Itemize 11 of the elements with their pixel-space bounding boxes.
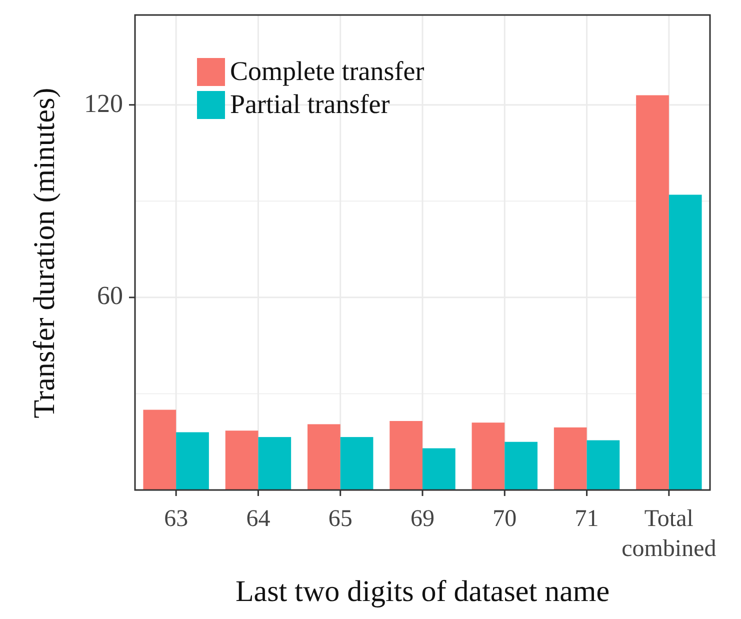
legend-label: Complete transfer	[230, 56, 424, 87]
tick-label: 70	[492, 505, 518, 534]
axis-title: Transfer duration (minutes)	[28, 87, 62, 418]
tick-label: 65	[327, 505, 354, 534]
axis-title: Last two digits of dataset name	[234, 575, 611, 609]
legend-label: Partial transfer	[230, 89, 390, 120]
tick-label: Total combined	[620, 505, 718, 564]
tick-label: 63	[163, 505, 190, 534]
tick-label: 64	[245, 505, 272, 534]
tick-label: 71	[574, 505, 600, 534]
tick-label: 69	[410, 505, 436, 534]
